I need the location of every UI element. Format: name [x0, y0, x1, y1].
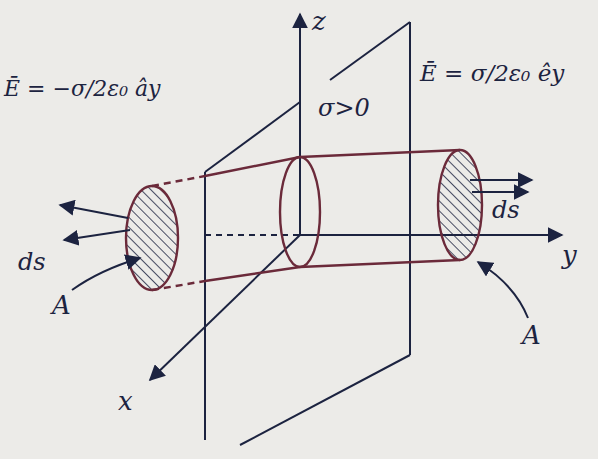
axis-label: z: [312, 8, 326, 34]
axis-label: y: [562, 242, 577, 268]
charged-plane: [205, 22, 410, 445]
field-label: Ē = σ/2ε₀ êy: [420, 62, 564, 85]
field-label: Ē = −σ/2ε₀ ây: [4, 78, 161, 100]
charge-label: σ>0: [318, 96, 370, 120]
leader-lines: [72, 258, 528, 318]
vector-label: ds: [18, 250, 46, 274]
area-vectors: [60, 180, 532, 240]
gaussian-cylinder: [120, 145, 490, 300]
area-label: A: [52, 292, 71, 318]
vector-label: ds: [492, 198, 520, 222]
axis-label: x: [118, 388, 133, 414]
area-label: A: [522, 322, 541, 348]
